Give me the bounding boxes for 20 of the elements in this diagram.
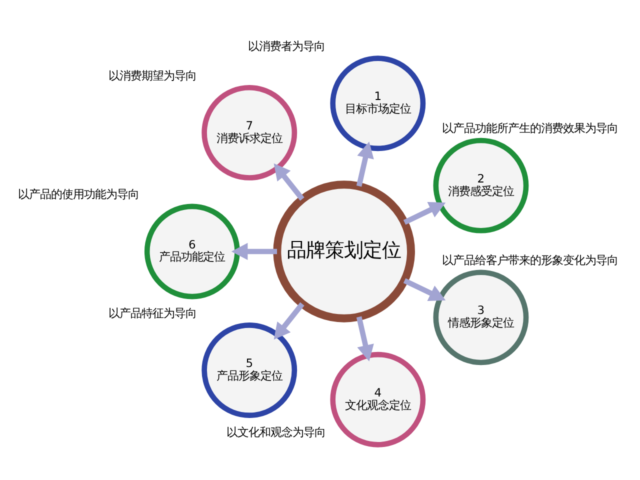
node-label: 以产品给客户带来的形象变化为导向 xyxy=(442,253,618,268)
arrow xyxy=(356,316,374,362)
node-label: 以文化和观念为导向 xyxy=(226,424,326,439)
arrow xyxy=(274,302,304,340)
node-label: 以产品的使用功能为导向 xyxy=(18,187,139,202)
arrow xyxy=(403,202,446,225)
node-label: 以产品功能所产生的消费效果为导向 xyxy=(442,121,618,136)
arrow xyxy=(403,278,446,302)
node-circle: 6 产品功能定位 xyxy=(144,204,240,300)
node-circle: 2 消费感受定位 xyxy=(433,138,529,234)
arrow xyxy=(274,163,304,201)
node-circle: 3 情感形象定位 xyxy=(433,270,529,366)
node-circle: 品牌策划定位 xyxy=(273,180,415,322)
node-label: 以产品特征为导向 xyxy=(108,306,197,320)
arrow xyxy=(231,242,278,260)
arrow xyxy=(356,142,374,187)
node-label: 以消费者为导向 xyxy=(248,39,326,54)
node-label: 以消费期望为导向 xyxy=(108,68,197,82)
node-circle: 4 文化观念定位 xyxy=(330,352,426,448)
node-circle: 1 目标市场定位 xyxy=(330,56,426,152)
